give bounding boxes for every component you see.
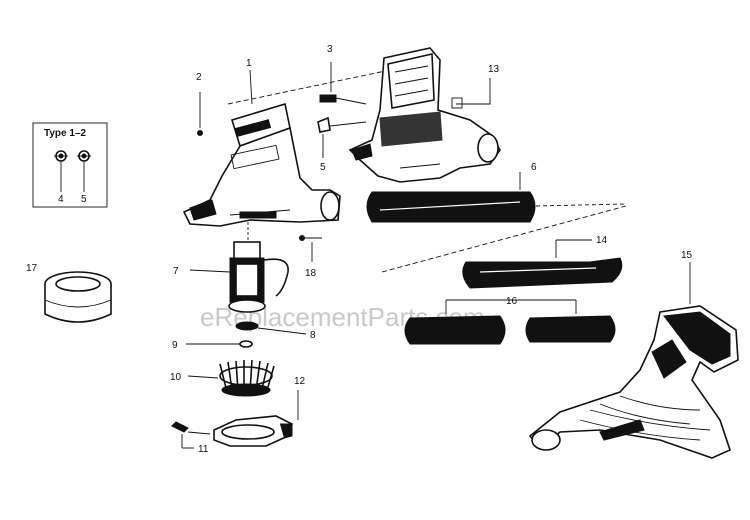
type-inset: Type 1–2 4 5 [32, 122, 108, 208]
inset-label-4: 4 [58, 194, 64, 205]
part-16-tubes [404, 299, 616, 345]
callout-7: 7 [173, 266, 179, 277]
part-7-motor [189, 222, 289, 313]
part-17-ring [44, 271, 112, 323]
callout-18: 18 [305, 268, 317, 279]
part-14-nozzle [462, 239, 623, 289]
part-5-knob [317, 116, 367, 158]
callout-16: 16 [506, 296, 518, 307]
assembly-line-2 [381, 205, 627, 273]
inset-part-4 [54, 150, 68, 192]
part-12-cover [213, 390, 299, 447]
assembly-line-1 [227, 69, 391, 105]
part-11-screw [171, 421, 211, 449]
callout-17: 17 [26, 263, 38, 274]
inset-title: Type 1–2 [44, 128, 86, 139]
callout-5: 5 [320, 162, 326, 173]
part-13-housing-right [348, 47, 501, 183]
callout-11: 11 [198, 444, 209, 455]
part-3-switch [319, 62, 367, 105]
part-2-screw [197, 92, 203, 136]
inset-part-5 [77, 150, 91, 192]
callout-2: 2 [196, 72, 202, 83]
callout-13: 13 [488, 64, 500, 75]
callout-12: 12 [294, 376, 306, 387]
callout-1: 1 [246, 58, 252, 69]
callout-labels: 1 2 3 5 6 7 8 9 10 11 12 13 14 15 16 17 … [26, 44, 693, 455]
callout-10: 10 [170, 372, 182, 383]
callout-3: 3 [327, 44, 333, 55]
inset-label-5: 5 [81, 194, 87, 205]
part-1-housing-left [182, 102, 341, 227]
part-10-impeller [187, 359, 275, 397]
part-9-clip [186, 340, 253, 348]
part-15-bag [528, 262, 739, 459]
callout-9: 9 [172, 340, 178, 351]
callout-14: 14 [596, 235, 608, 246]
callout-8: 8 [310, 330, 316, 341]
part-18-screw [299, 235, 322, 262]
callout-15: 15 [681, 250, 693, 261]
part-6-tube [366, 172, 627, 223]
callout-6: 6 [531, 162, 537, 173]
part-8-washer [235, 321, 307, 335]
